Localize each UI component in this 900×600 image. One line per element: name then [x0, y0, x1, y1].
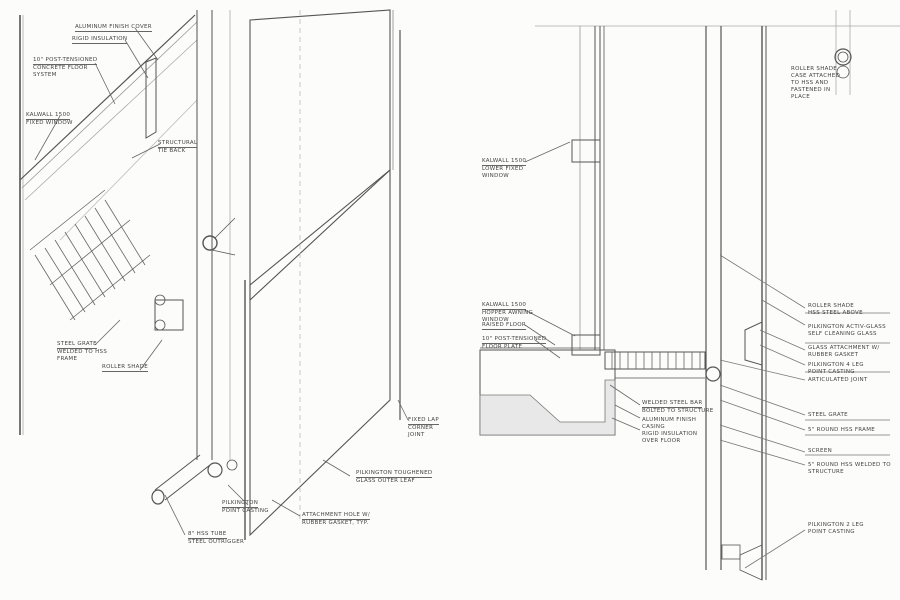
label-text: Case Attached: [791, 73, 841, 79]
label-text: Aluminum Finish: [642, 417, 697, 423]
label-articulated-joint: Articulated Joint: [808, 377, 868, 384]
label-text: Roller Shade: [808, 303, 855, 309]
label-text: Rubber Gasket: [808, 352, 859, 358]
label-text: Self Cleaning Glass: [808, 331, 877, 337]
label-text: over Floor: [642, 438, 681, 444]
label-text: to HSS and: [791, 80, 829, 86]
label-attachment-hole: Attachment Hole w/Rubber Gasket, Typ.: [302, 512, 371, 527]
label-aluminum-casing: Aluminum FinishCasing: [642, 417, 696, 431]
label-text: Steel Grate: [57, 341, 97, 349]
label-text: Pilkington Toughened: [356, 470, 433, 478]
label-text: Corner: [408, 425, 434, 431]
label-text: System: [33, 72, 57, 78]
label-roller-shade-case: Roller ShadeCase Attachedto HSS andFaste…: [791, 66, 840, 101]
label-floor-system: 10" Post-TensionedConcrete FloorSystem: [33, 57, 98, 79]
label-text: Fastened in: [791, 87, 831, 93]
label-four-leg-casting: Pilkington 4 LegPoint Casting: [808, 362, 864, 376]
label-text: 10" Post-Tensioned: [33, 57, 98, 65]
label-text: Window: [482, 317, 509, 323]
label-text: Hopper Awning: [482, 310, 534, 316]
label-text: Kalwall 1500: [482, 302, 527, 310]
label-text: Kalwall 1500: [482, 158, 527, 166]
label-corner-joint: Fixed LapCornerJoint: [408, 417, 439, 439]
label-text: Kalwall 1500: [26, 112, 71, 120]
label-text: Point Casting: [808, 369, 855, 375]
label-text: Floor Plate: [482, 344, 523, 350]
label-text: 8" HSS Tube: [188, 531, 227, 539]
label-text: Frame: [57, 356, 78, 362]
label-text: HSS Steel Above: [808, 310, 863, 316]
label-text: Window: [482, 173, 509, 179]
label-floor-plate: 10" Post-TensionedFloor Plate: [482, 336, 547, 351]
label-kalwall-hopper: Kalwall 1500Hopper AwningWindow: [482, 302, 533, 324]
label-raised-floor: Raised Floor: [482, 322, 527, 330]
label-hss-welded: 5" Round HSS Welded toStructure: [808, 462, 891, 476]
label-text: Pilkington 2 Leg: [808, 522, 864, 528]
label-text: Aluminum Finish Cover: [75, 24, 152, 32]
label-finish-cover: Aluminum Finish Cover: [75, 24, 152, 32]
label-text: Fixed Lap: [408, 417, 439, 425]
label-text: Place: [791, 94, 810, 100]
label-text: Point Casting: [808, 529, 855, 535]
label-text: Welded Steel Bar: [642, 400, 703, 408]
label-point-casting: PilkingtonPoint Casting: [222, 500, 269, 515]
label-roller-shade: Roller Shade: [102, 364, 149, 372]
label-text: Rubber Gasket, Typ.: [302, 520, 369, 526]
label-text: Pilkington 4 Leg: [808, 362, 864, 368]
label-text: Steel Outrigger: [188, 539, 245, 545]
label-text: Welded to HSS: [57, 349, 108, 355]
label-text: Fixed Window: [26, 120, 73, 126]
label-text: Structure: [808, 469, 844, 475]
label-steel-grate: Steel GrateWelded to HSSFrame: [57, 341, 107, 363]
label-text: Steel Grate: [808, 412, 848, 418]
label-steel-grate-right: Steel Grate: [808, 412, 848, 419]
label-text: Roller Shade: [102, 364, 149, 372]
label-structural-tie-back: StructuralTie Back: [158, 140, 198, 155]
label-text: Raised Floor: [482, 322, 527, 330]
label-screen: Screen: [808, 448, 832, 455]
label-text: Casing: [642, 424, 665, 430]
label-text: Articulated Joint: [808, 377, 868, 383]
left-isometric-detail: [19, 9, 409, 540]
label-text: Attachment Hole w/: [302, 512, 371, 520]
label-hss-outrigger: 8" HSS TubeSteel Outrigger: [188, 531, 244, 546]
label-text: Rigid Insulation: [72, 36, 128, 44]
label-text: Concrete Floor: [33, 65, 88, 71]
label-text: Glass Outer Leaf: [356, 478, 415, 484]
right-section-detail: [479, 10, 900, 581]
label-kalwall-fixed-window: Kalwall 1500Fixed Window: [26, 112, 73, 127]
label-roller-shade-hss: Roller ShadeHSS Steel Above: [808, 303, 863, 317]
label-text: Tie Back: [158, 148, 186, 154]
label-welded-steel-bar: Welded Steel BarBolted to Structure: [642, 400, 714, 415]
label-text: Bolted to Structure: [642, 408, 714, 414]
label-text: Rigid Insulation: [642, 431, 698, 437]
label-hss-frame: 5" Round HSS Frame: [808, 427, 875, 434]
label-rigid-insulation: Rigid Insulation: [72, 36, 128, 44]
label-text: 5" Round HSS Welded to: [808, 462, 891, 468]
label-activ-glass: Pilkington Activ-GlassSelf Cleaning Glas…: [808, 324, 886, 338]
label-glass-attachment: Glass Attachment w/Rubber Gasket: [808, 345, 880, 359]
label-text: Point Casting: [222, 508, 269, 514]
label-text: Lower Fixed: [482, 166, 524, 172]
label-kalwall-lower-fixed: Kalwall 1500Lower FixedWindow: [482, 158, 527, 180]
label-text: Glass Attachment w/: [808, 345, 880, 351]
label-outer-leaf: Pilkington ToughenedGlass Outer Leaf: [356, 470, 433, 485]
label-text: 5" Round HSS Frame: [808, 427, 876, 433]
label-text: 10" Post-Tensioned: [482, 336, 547, 344]
steel-grate-drawing: [29, 189, 151, 321]
label-two-leg-casting: Pilkington 2 LegPoint Casting: [808, 522, 864, 536]
label-rigid-insulation-floor: Rigid Insulationover Floor: [642, 431, 697, 445]
label-text: Roller Shade: [791, 66, 838, 72]
label-text: Structural: [158, 140, 198, 148]
label-text: Pilkington Activ-Glass: [808, 324, 886, 330]
label-text: Pilkington: [222, 500, 259, 508]
label-text: Joint: [408, 432, 425, 438]
label-text: Screen: [808, 448, 833, 454]
